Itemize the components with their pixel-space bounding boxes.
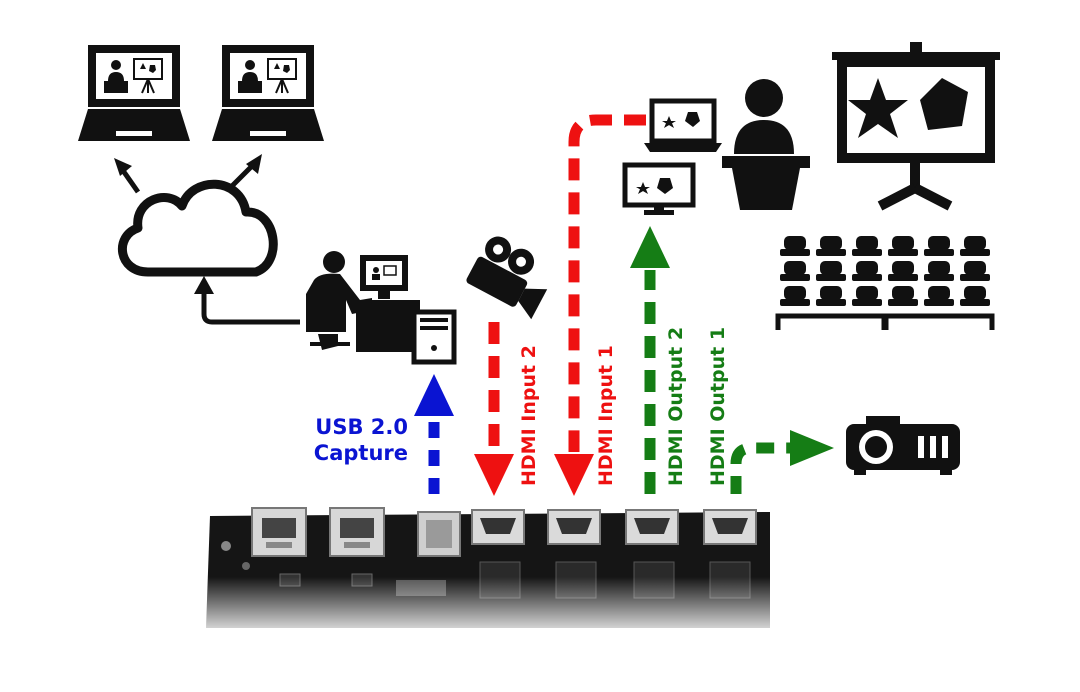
audience-seat [780,286,810,306]
audience-seat [888,261,918,281]
usb-capture-label: USB 2.0 [315,415,408,439]
audience-seat [852,286,882,306]
projection-screen-icon [832,42,1000,211]
operator-workstation-icon [306,251,457,365]
presenter-podium-icon [722,79,810,210]
seat-row-base [883,313,995,330]
audience-seat [852,261,882,281]
hdmi-output-2-arrow [630,226,670,494]
audience-seat [924,261,954,281]
laptop-presentation-icon [78,45,190,141]
audience-seat [888,236,918,256]
audience-seat [960,236,990,256]
audience-seat [816,236,846,256]
hdmi-output-1-arrow [730,430,834,494]
hdmi-input-2-label: HDMI Input 2 [518,345,540,486]
audience-seat [780,261,810,281]
hdmi-input-1-label: HDMI Input 1 [595,345,617,486]
hdmi-input-2-arrow [474,322,514,496]
seat-row-base [775,313,887,330]
video-camera-icon [466,236,548,320]
audience-seat [780,236,810,256]
laptop-shapes-icon [644,98,722,152]
audience-seat [888,286,918,306]
audience-seat [816,261,846,281]
capture-board [0,500,1080,640]
audience-seat [960,261,990,281]
audience-seat [924,286,954,306]
projector-icon [846,416,960,475]
usb-capture-label: Capture [314,441,408,465]
audience-seat [960,286,990,306]
operator-to-cloud-arrow [194,276,300,325]
audience-seat [852,236,882,256]
monitor-shapes-icon [622,162,696,215]
hdmi-output-2-label: HDMI Output 2 [665,327,687,486]
audience-seat [924,236,954,256]
audience-seats-icon [775,236,995,330]
laptop-presentation-icon [212,45,324,141]
cloud-icon [118,179,278,277]
hdmi-output-1-label: HDMI Output 1 [707,327,729,486]
cloud-upload-arrows [114,154,262,194]
usb-capture-arrow [414,374,454,494]
hdmi-input-1-arrow [554,114,646,496]
audience-seat [816,286,846,306]
